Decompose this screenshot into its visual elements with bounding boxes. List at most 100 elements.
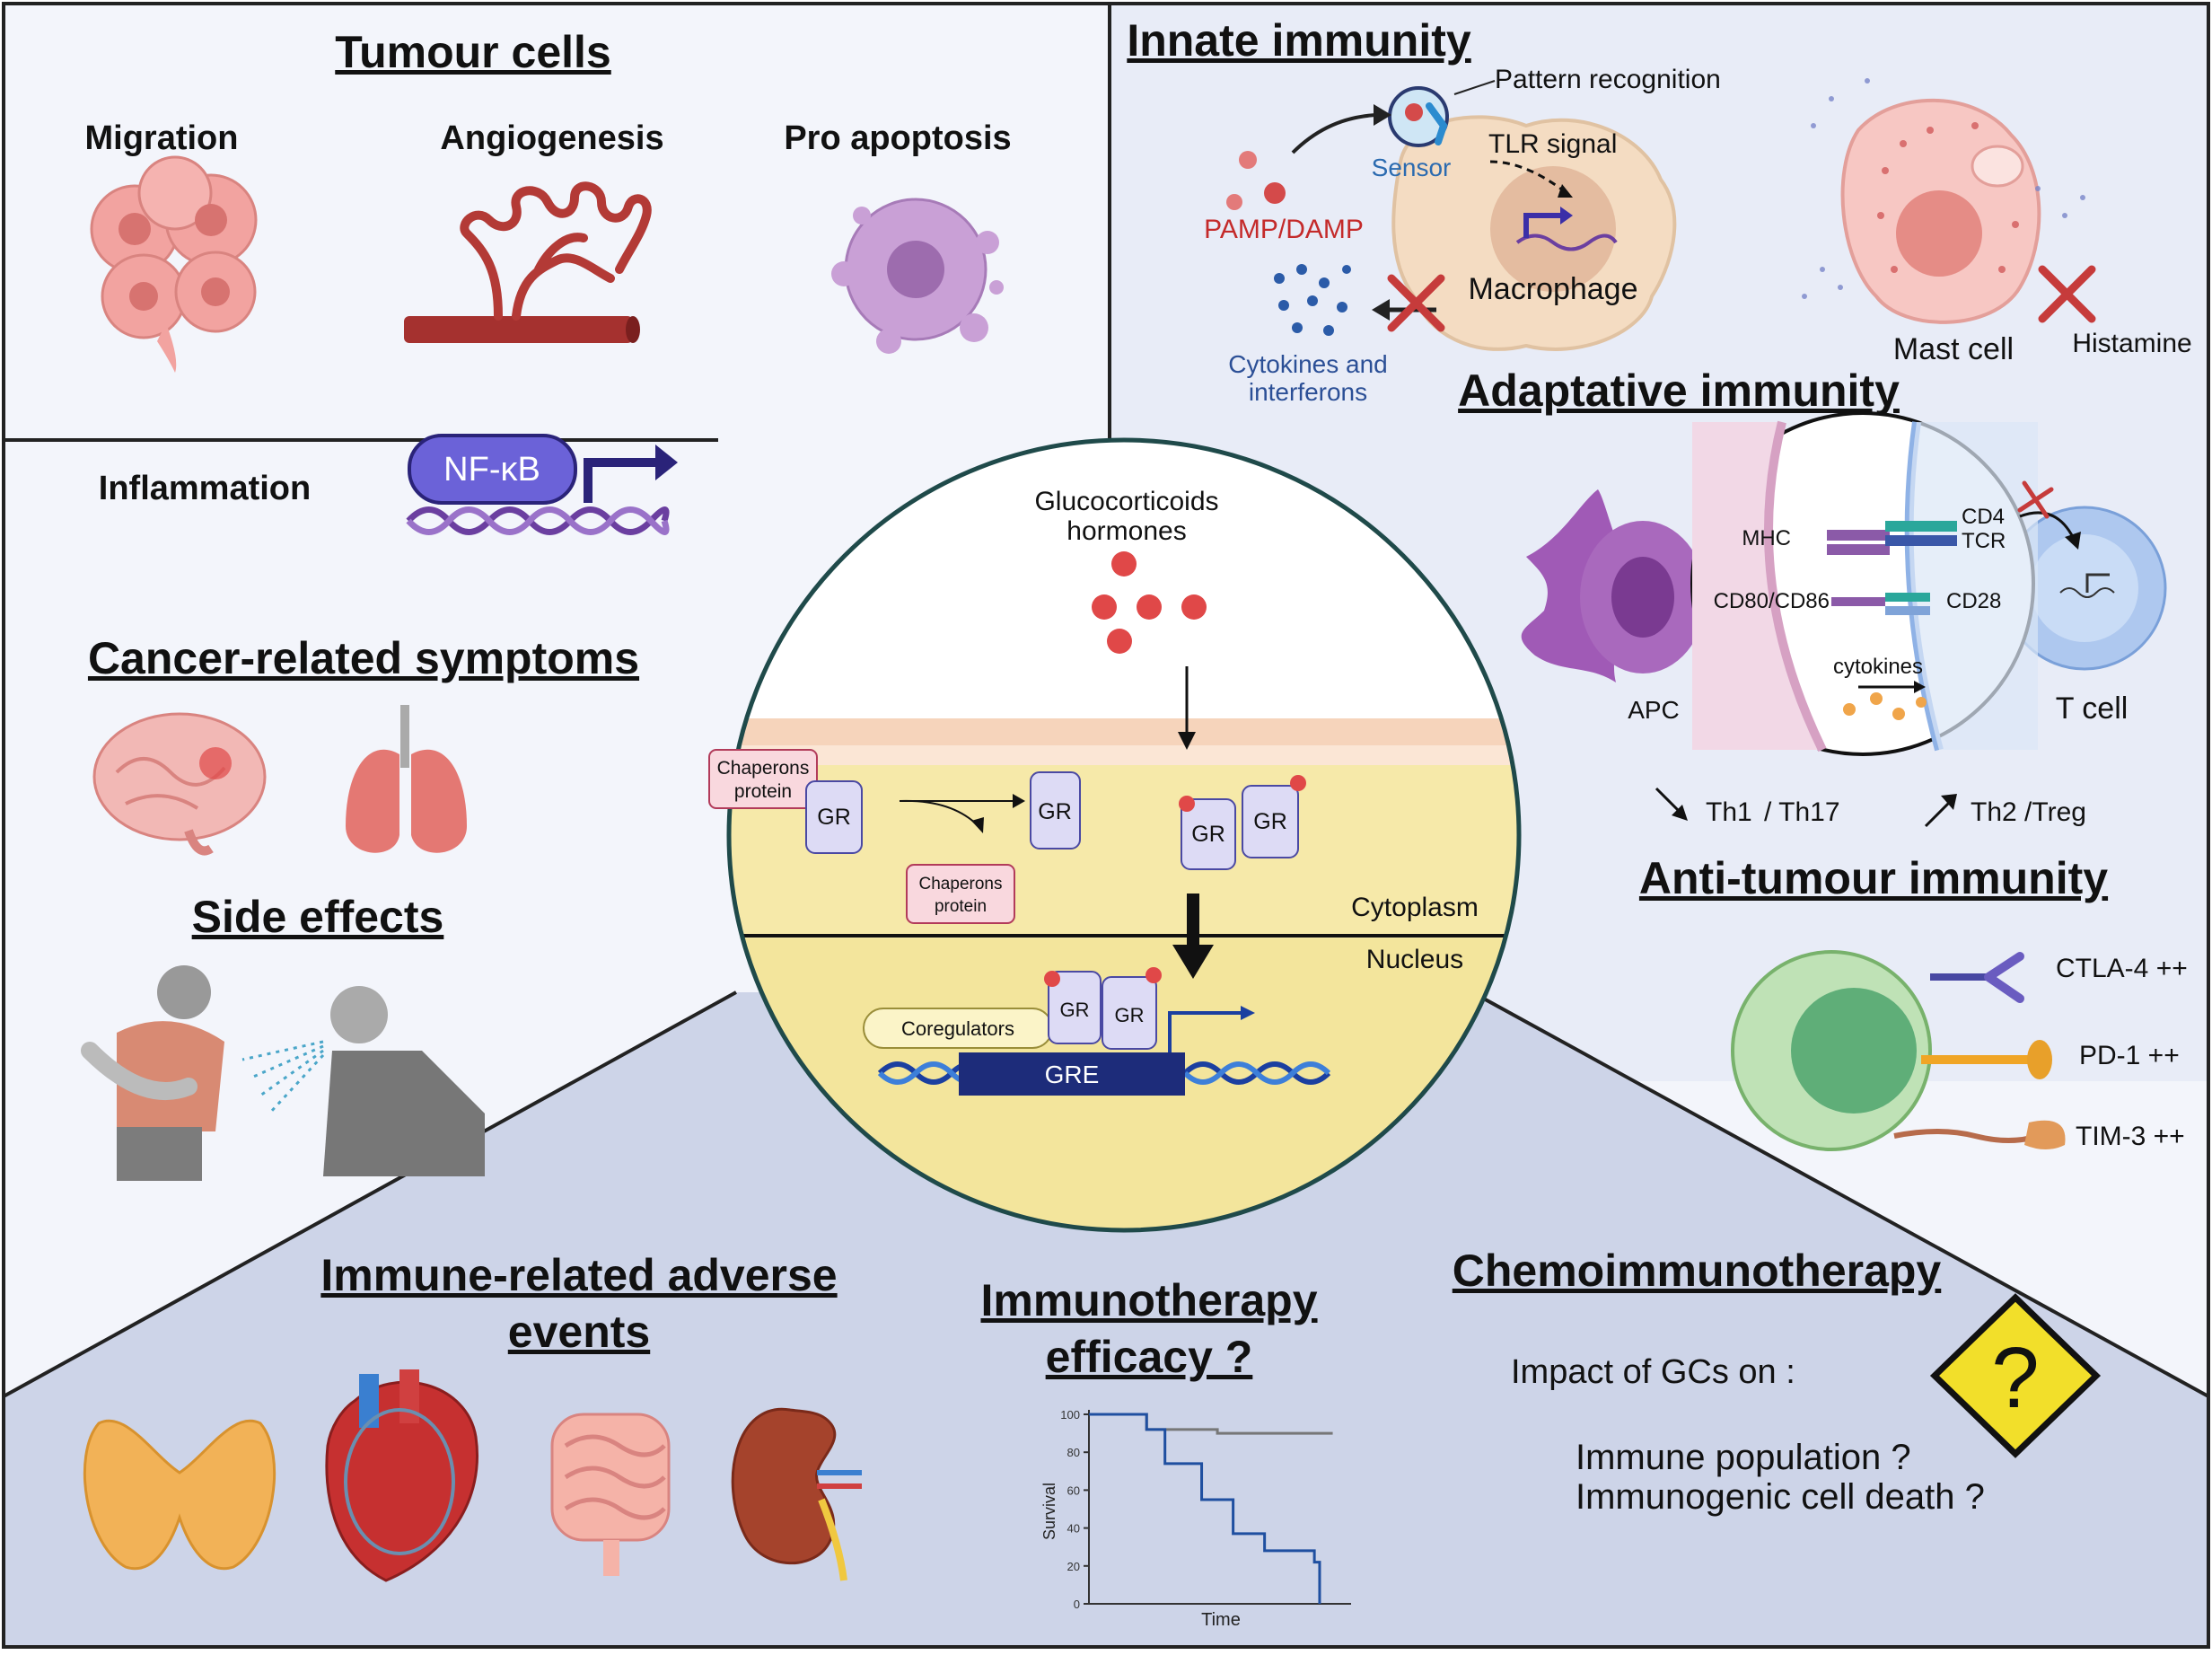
tcell-block-cross-icon bbox=[2017, 480, 2054, 519]
migrating-cells-icon bbox=[90, 155, 258, 373]
t-cell-icon bbox=[2002, 506, 2167, 671]
gre-dna-complex: Coregulators GR GR GRE bbox=[863, 967, 1331, 1096]
block-cross-icon bbox=[1387, 274, 1445, 332]
chaperone-label-2: protein bbox=[734, 781, 792, 802]
efficacy-title-1: Immunotherapy bbox=[980, 1275, 1317, 1325]
ctla4-label: CTLA-4 ++ bbox=[2056, 954, 2188, 983]
inflammation-label: Inflammation bbox=[99, 470, 311, 507]
glucocorticoids-label-1: Glucocorticoids bbox=[1034, 487, 1218, 516]
cd4-label: CD4 bbox=[1962, 505, 2005, 529]
sensor-icon bbox=[1388, 86, 1449, 147]
irae-title-1: Immune-related adverse bbox=[320, 1250, 837, 1300]
synapse-cytokines-label: cytokines bbox=[1833, 655, 1923, 679]
anti-tumour-section: Anti-tumour immunity CTLA-4 ++ PD-1 ++ T… bbox=[1639, 853, 2188, 1151]
chart-y-tick-label: 20 bbox=[1067, 1560, 1080, 1573]
th2-up-arrow-icon bbox=[1924, 794, 1957, 828]
innate-immunity-section: Innate immunity Pattern recognition TLR … bbox=[1127, 15, 2191, 406]
gr-label-4: GR bbox=[1253, 809, 1287, 834]
blood-vessel-icon bbox=[404, 181, 652, 343]
survival-curve-2 bbox=[1089, 1413, 1321, 1604]
pattern-recognition-label: Pattern recognition bbox=[1495, 65, 1721, 94]
irae-section: Immune-related adverse events bbox=[83, 1250, 862, 1582]
gre-label: GRE bbox=[1045, 1061, 1100, 1088]
side-effects-title: Side effects bbox=[192, 892, 444, 942]
pro-apoptosis-label: Pro apoptosis bbox=[784, 119, 1011, 157]
kaplan-meier-chart: Time Survival 0 20 40 60 80 100 bbox=[1040, 1408, 1351, 1630]
released-chaperone-icon: Chaperons protein bbox=[906, 864, 1015, 924]
pd1-label: PD-1 ++ bbox=[2079, 1041, 2180, 1070]
tumour-cells-title: Tumour cells bbox=[335, 27, 610, 77]
chart-y-axis-label: Survival bbox=[1040, 1483, 1058, 1540]
chaperone-label-1: Chaperons bbox=[717, 758, 810, 779]
th2-treg-label: Th2 /Treg bbox=[1971, 797, 2086, 827]
angiogenesis-label: Angiogenesis bbox=[440, 119, 663, 157]
thyroid-icon bbox=[83, 1419, 276, 1571]
cytoplasm-label: Cytoplasm bbox=[1351, 893, 1479, 922]
immunogenic-death-question: Immunogenic cell death ? bbox=[1576, 1477, 1985, 1517]
glucocorticoids-label-2: hormones bbox=[1066, 516, 1186, 546]
pamp-damp-label: PAMP/DAMP bbox=[1204, 215, 1364, 244]
gr-label-5: GR bbox=[1060, 999, 1090, 1021]
glucocorticoid-molecules-icon bbox=[1092, 551, 1207, 654]
tlr-signal-label: TLR signal bbox=[1488, 129, 1617, 159]
gr-dimer-bound-icon: GR GR bbox=[1179, 775, 1306, 870]
chaperone-label-4: protein bbox=[935, 897, 987, 916]
irae-title-2: events bbox=[508, 1307, 650, 1357]
t-cell-checkpoint-icon bbox=[1731, 950, 2066, 1151]
pamp-damp-icon bbox=[1226, 151, 1286, 210]
brain-icon bbox=[92, 712, 267, 856]
cytokines-label-2: interferons bbox=[1249, 378, 1367, 406]
gr-label-6: GR bbox=[1115, 1004, 1145, 1026]
coughing-person-icon bbox=[241, 986, 485, 1176]
chart-y-tick-label: 40 bbox=[1067, 1522, 1080, 1536]
tim3-label: TIM-3 ++ bbox=[2076, 1122, 2185, 1151]
migration-label: Migration bbox=[85, 119, 239, 157]
mast-cell-label: Mast cell bbox=[1893, 332, 2014, 366]
gr-label-3: GR bbox=[1191, 822, 1225, 847]
warning-question-mark: ? bbox=[1991, 1330, 2039, 1426]
nfkb-transcription-icon: NF-κB bbox=[406, 434, 678, 535]
immune-population-question: Immune population ? bbox=[1576, 1438, 1911, 1477]
sensor-label: Sensor bbox=[1372, 154, 1452, 181]
tumour-cells-section: Tumour cells Migration Angiogenesis Pro … bbox=[85, 27, 1012, 535]
mast-cell-icon bbox=[1840, 98, 2041, 324]
adaptive-immunity-title: Adaptative immunity bbox=[1458, 365, 1900, 416]
warning-question-icon: ? bbox=[1929, 1293, 2102, 1458]
impact-label: Impact of GCs on : bbox=[1511, 1353, 1795, 1391]
gr-label-2: GR bbox=[1038, 799, 1072, 824]
symptoms-section: Cancer-related symptoms Side effects bbox=[81, 633, 639, 1181]
chemo-section: Chemoimmunotherapy Impact of GCs on : Im… bbox=[1453, 1246, 2102, 1517]
chart-y-tick-label: 0 bbox=[1074, 1598, 1080, 1611]
chemo-title: Chemoimmunotherapy bbox=[1453, 1246, 1942, 1296]
histamine-dots-icon bbox=[1802, 78, 2085, 299]
gr-label-1: GR bbox=[817, 805, 851, 830]
chart-x-axis-label: Time bbox=[1201, 1610, 1241, 1630]
chart-y-tick-label: 100 bbox=[1060, 1408, 1080, 1422]
chaperone-label-3: Chaperons bbox=[919, 875, 1003, 894]
coregulators-label: Coregulators bbox=[901, 1017, 1014, 1040]
th1-down-arrow-icon bbox=[1655, 787, 1688, 821]
heart-icon bbox=[325, 1369, 478, 1582]
stomach-pain-person-icon bbox=[81, 965, 224, 1181]
free-gr-icon: GR bbox=[1030, 771, 1081, 850]
anti-tumour-title: Anti-tumour immunity bbox=[1639, 853, 2108, 903]
apc-dendritic-cell-icon bbox=[1521, 489, 1706, 682]
cd80-cd86-label: CD80/CD86 bbox=[1714, 589, 1830, 613]
apoptotic-cell-icon bbox=[831, 198, 1004, 354]
lungs-icon bbox=[346, 705, 467, 853]
intestine-icon bbox=[550, 1413, 671, 1576]
cytokines-dots-icon bbox=[1274, 264, 1351, 336]
th1-label: Th1 bbox=[1706, 797, 1752, 827]
kidney-icon bbox=[731, 1407, 862, 1581]
chart-y-tick-label: 60 bbox=[1067, 1483, 1080, 1497]
chart-y-tick-label: 80 bbox=[1067, 1446, 1080, 1459]
apc-label: APC bbox=[1628, 696, 1680, 724]
t-cell-label: T cell bbox=[2056, 691, 2129, 726]
nucleus-label: Nucleus bbox=[1366, 945, 1463, 974]
macrophage-label: Macrophage bbox=[1468, 272, 1637, 306]
innate-immunity-title: Innate immunity bbox=[1127, 15, 1471, 66]
adaptive-immunity-section: Adaptative immunity APC T cell bbox=[1458, 365, 2167, 828]
cytokines-label-1: Cytokines and bbox=[1228, 350, 1387, 378]
tcr-label: TCR bbox=[1962, 529, 2006, 553]
